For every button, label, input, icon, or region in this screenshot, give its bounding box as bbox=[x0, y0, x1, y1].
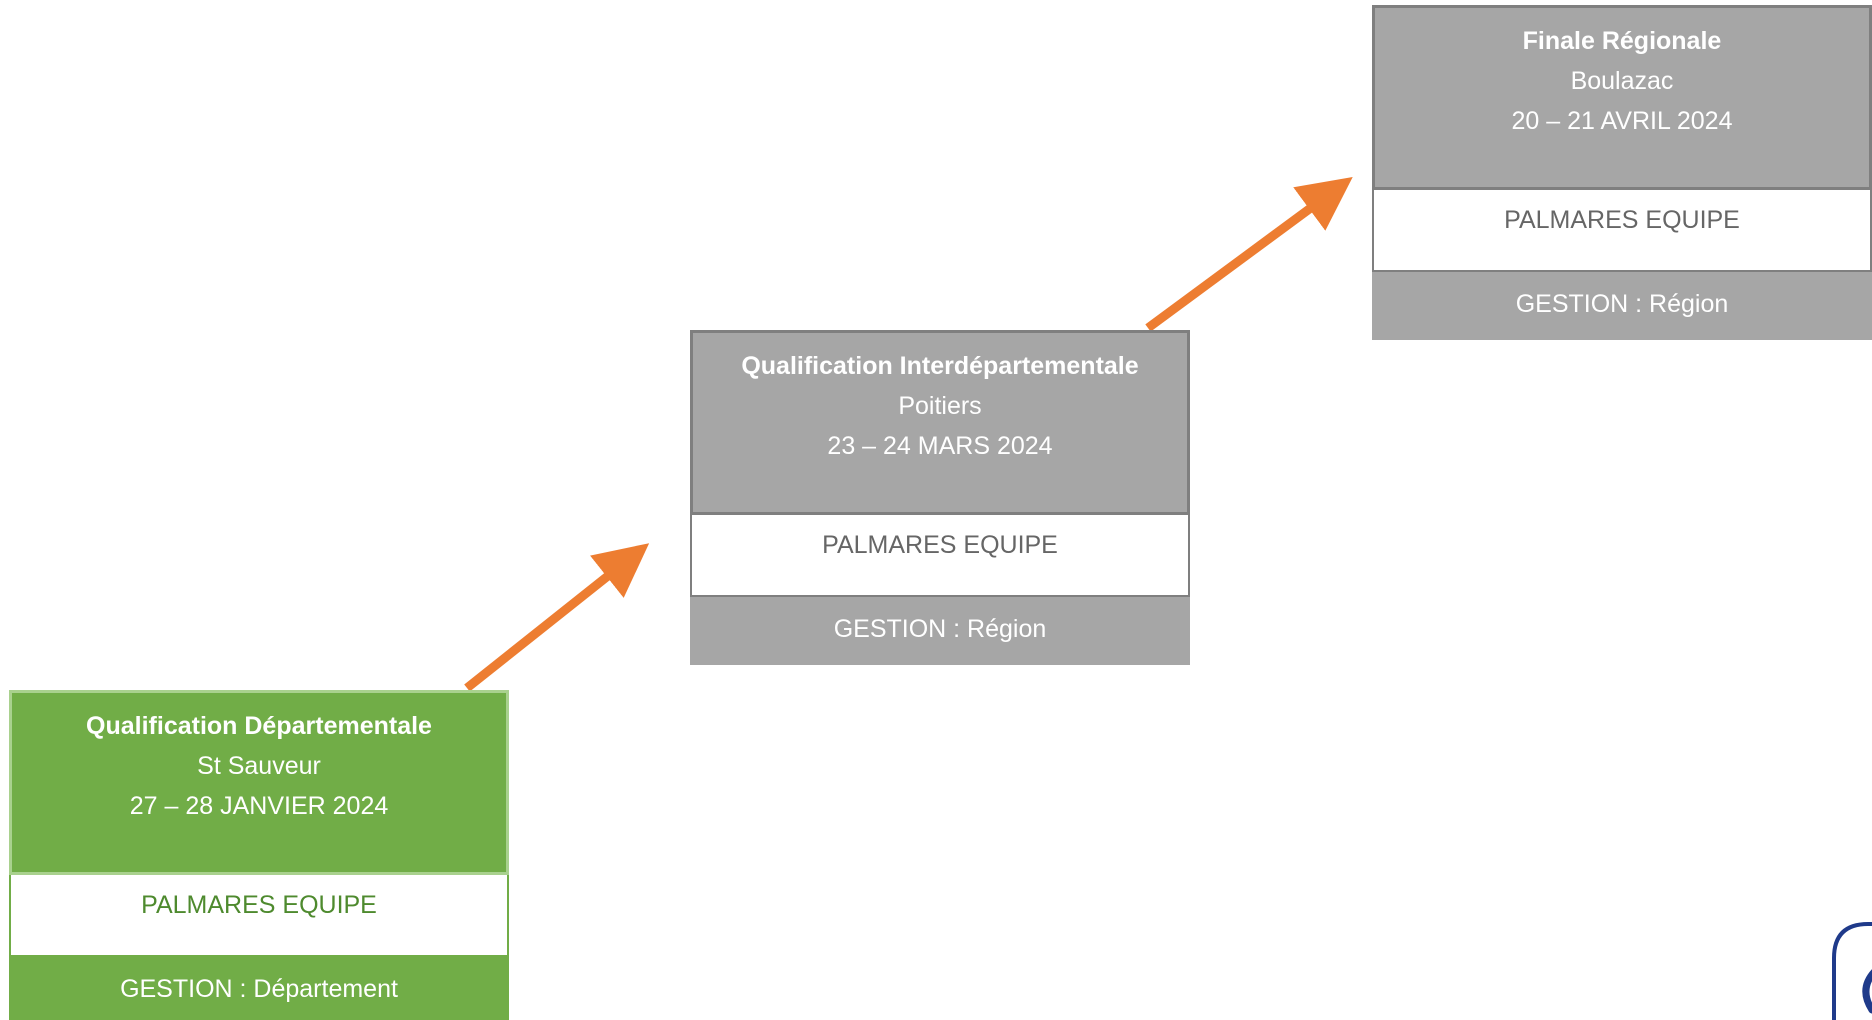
stage-header: Finale Régionale Boulazac 20 – 21 AVRIL … bbox=[1372, 5, 1872, 190]
stage-title: Finale Régionale bbox=[1522, 27, 1722, 55]
logo-icon bbox=[1832, 922, 1872, 1020]
palmares-box: PALMARES EQUIPE bbox=[9, 875, 509, 957]
stage-departementale: Qualification Départementale St Sauveur … bbox=[9, 690, 509, 1020]
palmares-label: PALMARES EQUIPE bbox=[822, 531, 1058, 559]
stage-dates: 23 – 24 MARS 2024 bbox=[827, 432, 1053, 460]
stage-title: Qualification Départementale bbox=[86, 712, 432, 740]
palmares-box: PALMARES EQUIPE bbox=[1372, 190, 1872, 272]
stage-title: Qualification Interdépartementale bbox=[741, 352, 1139, 380]
stage-dates: 27 – 28 JANVIER 2024 bbox=[129, 792, 389, 820]
gestion-box: GESTION : Région bbox=[1372, 272, 1872, 340]
palmares-label: PALMARES EQUIPE bbox=[141, 891, 377, 919]
arrow-up-right-icon bbox=[464, 543, 650, 692]
palmares-label: PALMARES EQUIPE bbox=[1504, 206, 1740, 234]
arrow-up-right-icon bbox=[1145, 176, 1353, 332]
stage-header: Qualification Départementale St Sauveur … bbox=[9, 690, 509, 875]
gestion-label: GESTION : Région bbox=[833, 615, 1047, 643]
gestion-box: GESTION : Département bbox=[9, 957, 509, 1020]
stage-header: Qualification Interdépartementale Poitie… bbox=[690, 330, 1190, 515]
stage-regionale: Finale Régionale Boulazac 20 – 21 AVRIL … bbox=[1372, 5, 1872, 340]
stage-location: Poitiers bbox=[898, 392, 982, 420]
stage-location: St Sauveur bbox=[197, 752, 321, 780]
gestion-label: GESTION : Région bbox=[1515, 290, 1729, 318]
gestion-label: GESTION : Département bbox=[120, 975, 398, 1003]
stage-dates: 20 – 21 AVRIL 2024 bbox=[1511, 107, 1733, 135]
palmares-box: PALMARES EQUIPE bbox=[690, 515, 1190, 597]
stage-location: Boulazac bbox=[1570, 67, 1674, 95]
stage-interdepartementale: Qualification Interdépartementale Poitie… bbox=[690, 330, 1190, 665]
gestion-box: GESTION : Région bbox=[690, 597, 1190, 665]
